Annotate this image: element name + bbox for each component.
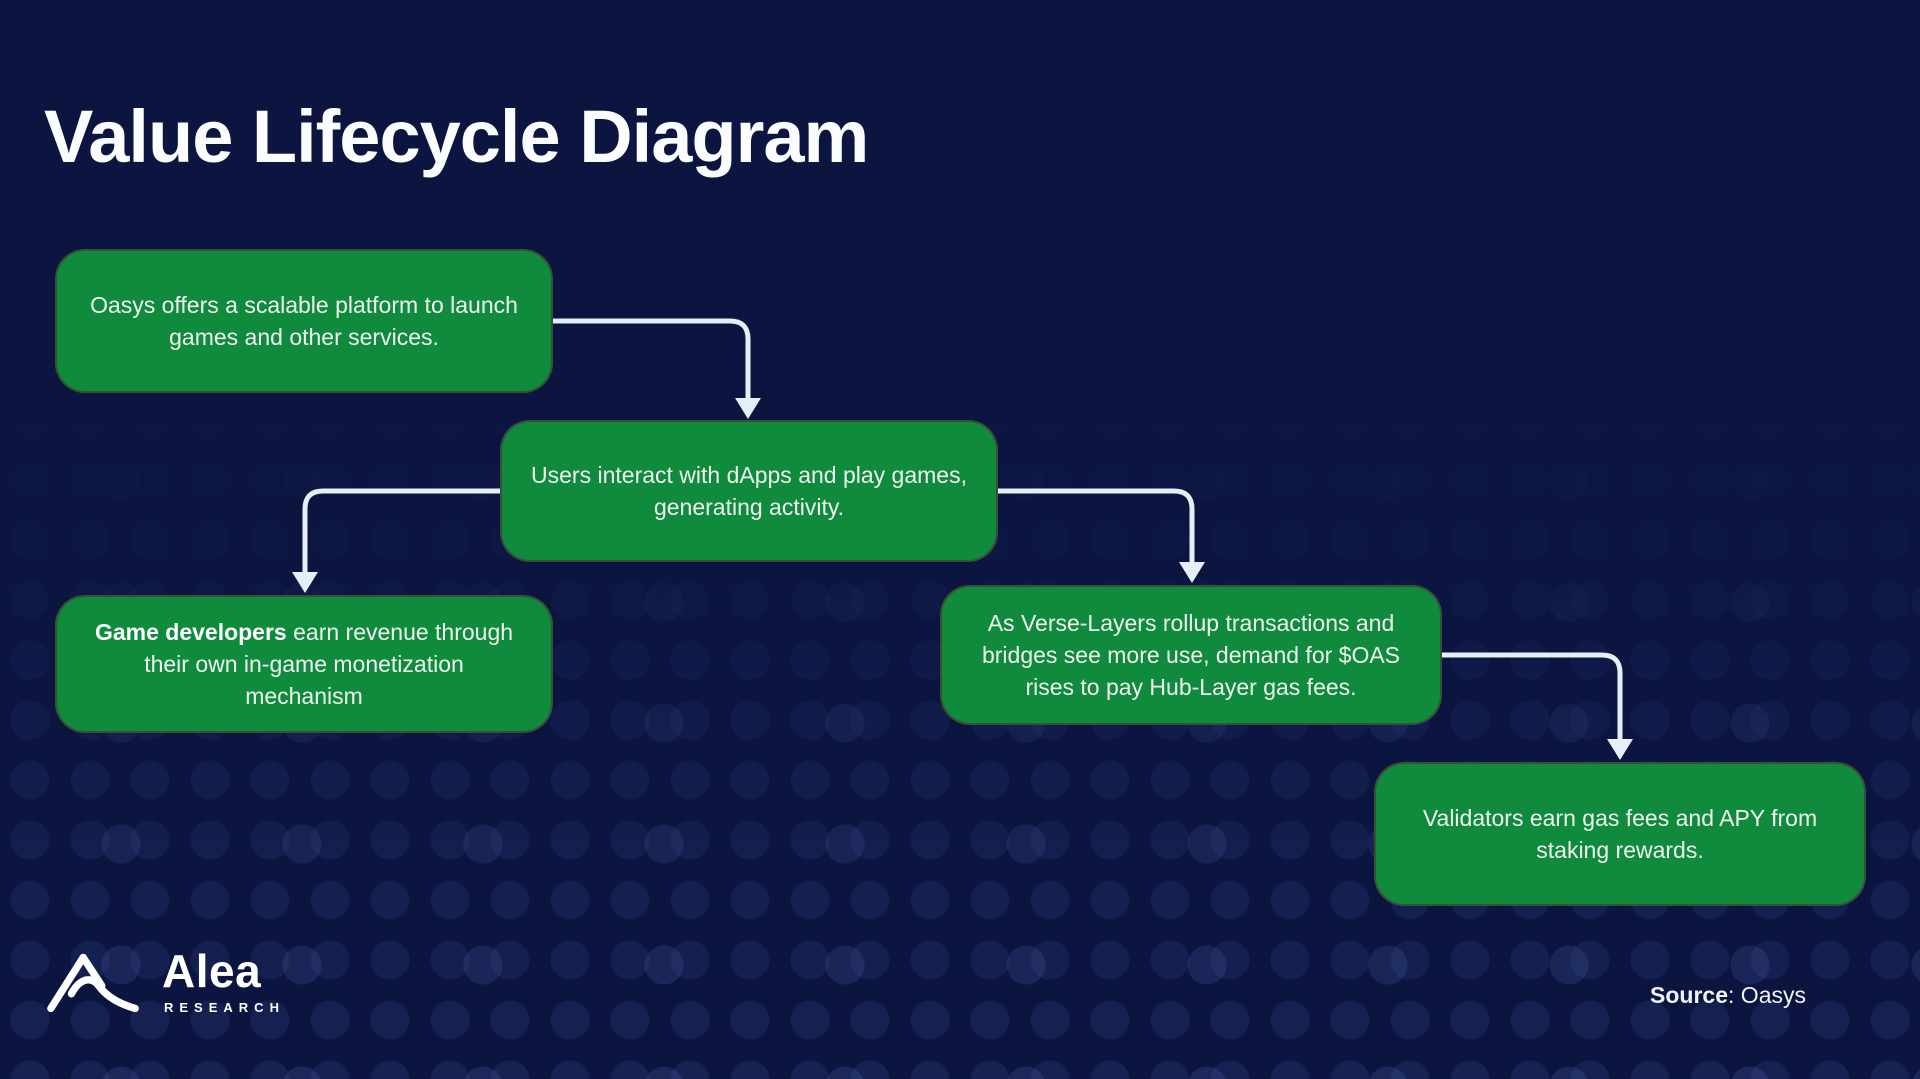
node-text: Users interact with dApps and play games… [531, 462, 967, 520]
node-text: Game developers earn revenue through the… [57, 616, 551, 712]
node-text-rest: earn revenue through their own in-game m… [144, 619, 514, 709]
node-text: Oasys offers a scalable platform to laun… [90, 292, 518, 350]
node-text: As Verse-Layers rollup transactions and … [981, 610, 1401, 700]
node-game-developers: Game developers earn revenue through the… [55, 595, 553, 733]
alea-logo-text: Alea RESEARCH [162, 948, 285, 1015]
node-validators-rewards: Validators earn gas fees and APY from st… [1374, 762, 1866, 906]
brand-name: Alea [162, 945, 262, 997]
node-text-bold: Game developers [94, 619, 287, 645]
brand-subtitle: RESEARCH [164, 1000, 285, 1015]
connector-platform-to-users [553, 318, 751, 399]
source-value: : Oasys [1728, 982, 1806, 1008]
node-text: Validators earn gas fees and APY from st… [1422, 805, 1818, 863]
alea-logo-mark-icon [47, 953, 139, 1012]
source-attribution: Source: Oasys [1650, 982, 1806, 1009]
node-oasys-platform: Oasys offers a scalable platform to laun… [55, 249, 553, 393]
page-title: Value Lifecycle Diagram [44, 94, 869, 178]
source-label: Source [1650, 982, 1729, 1008]
alea-research-logo: Alea RESEARCH [44, 948, 285, 1015]
node-verse-layers-demand: As Verse-Layers rollup transactions and … [940, 585, 1442, 725]
node-users-activity: Users interact with dApps and play games… [500, 420, 998, 562]
